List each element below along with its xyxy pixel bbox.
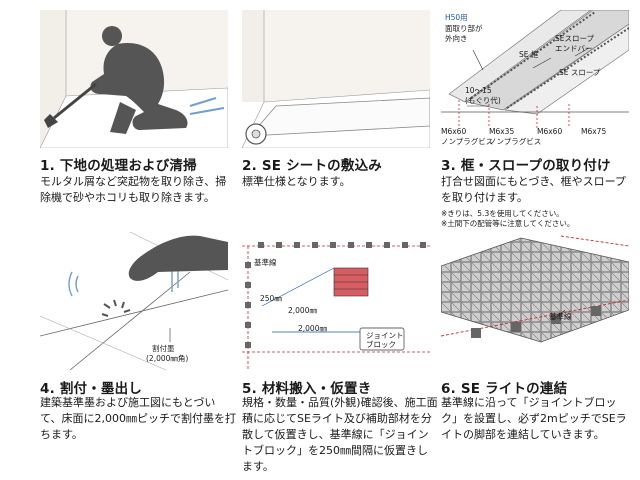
baseline-label-6: 基準線 [549, 312, 572, 321]
step-3-note-1: ※きりは、5.3を使用してください。 [441, 209, 564, 218]
joint-block-label-line1: ジョイント [366, 331, 404, 340]
sheet-roll [245, 123, 267, 145]
dimension-label-a: 2,000㎜ [288, 306, 317, 315]
step-3-illustration: H50用 面取り部が 外向き SE 框 SEスロープ エンドバー SE スロープ… [441, 10, 629, 148]
step-5-description: 規格・数量・品質(外観)確認後、施工面積に応じてSEライト及び補助部材を分散して… [242, 396, 438, 473]
step-4-title: 4. 割付・墨出し [40, 381, 143, 397]
screw2-size-label: M6x35 [489, 127, 515, 136]
screw4-size-label: M6x75 [581, 127, 607, 136]
dimension-label-b: 2,000㎜ [298, 324, 327, 333]
step-4-description: 建築基準墨および施工図にもとづいて、床面に2,000㎜ピッチで割付墨を打ちます。 [40, 396, 236, 441]
se-slope-label: SE スロープ [559, 68, 601, 77]
spacing-250-label: 250㎜ [260, 294, 282, 303]
worker-silhouette [90, 26, 188, 134]
step-6-description: 基準線に沿って「ジョイントブロック」を設置し、必ず2mピッチでSEライトの脚部を… [441, 396, 627, 441]
se-slope-endbar-label-line1: SEスロープ [555, 34, 595, 43]
step-3-description: 打合せ図面にもとづき、框やスロープを取り付けます。 [441, 175, 626, 204]
se-slope-endbar-label-line2: エンドバー [555, 44, 593, 53]
h50-label: H50用 [445, 13, 468, 22]
se-frame-label: SE 框 [519, 50, 539, 59]
chamfer-label-line1: 面取り部が [445, 24, 483, 33]
step-2-illustration [242, 10, 430, 148]
step-1-title: 1. 下地の処理および清掃 [40, 158, 197, 174]
step-1-description: モルタル屑など突起物を取り除き、掃除機で砂やホコリも取り除きます。 [40, 175, 227, 204]
marking-label-line2: (2,000㎜角) [146, 354, 189, 363]
hand-silhouette [128, 235, 228, 281]
step-1-illustration [40, 10, 228, 148]
baseline-label: 基準線 [254, 258, 277, 267]
gap-label-line1: 10～15 [465, 86, 492, 95]
step-6-illustration: 基準線 [441, 232, 629, 370]
screw2-type-label: ノンプラグビス [489, 137, 542, 146]
screw1-size-label: M6x60 [441, 127, 467, 136]
screw3-size-label: M6x60 [537, 127, 563, 136]
step-4-illustration: 割付墨 (2,000㎜角) [40, 232, 228, 370]
marking-label-line1: 割付墨 [152, 344, 175, 353]
screw1-type-label: ノンプラグビス [441, 137, 494, 146]
joint-block-label-line2: ブロック [366, 340, 396, 349]
step-5-illustration: 基準線 250㎜ 2,000㎜ 2,000㎜ ジョイント ブロック [242, 232, 430, 370]
step-5-title: 5. 材料搬入・仮置き [242, 381, 372, 397]
step-6-title: 6. SE ライトの連結 [441, 381, 568, 397]
step-3-title: 3. 框・スロープの取り付け [441, 158, 611, 174]
step-2-description: 標準仕様となります。 [242, 175, 351, 188]
step-2-title: 2. SE シートの敷込み [242, 158, 382, 174]
gap-label-line2: (もぐり代) [465, 96, 501, 105]
joint-blocks [245, 242, 426, 348]
material-stack-1 [333, 267, 369, 297]
step-3-note-2: ※土間下の配管等に注意してください。 [441, 219, 575, 228]
chamfer-label-line2: 外向き [445, 34, 468, 43]
